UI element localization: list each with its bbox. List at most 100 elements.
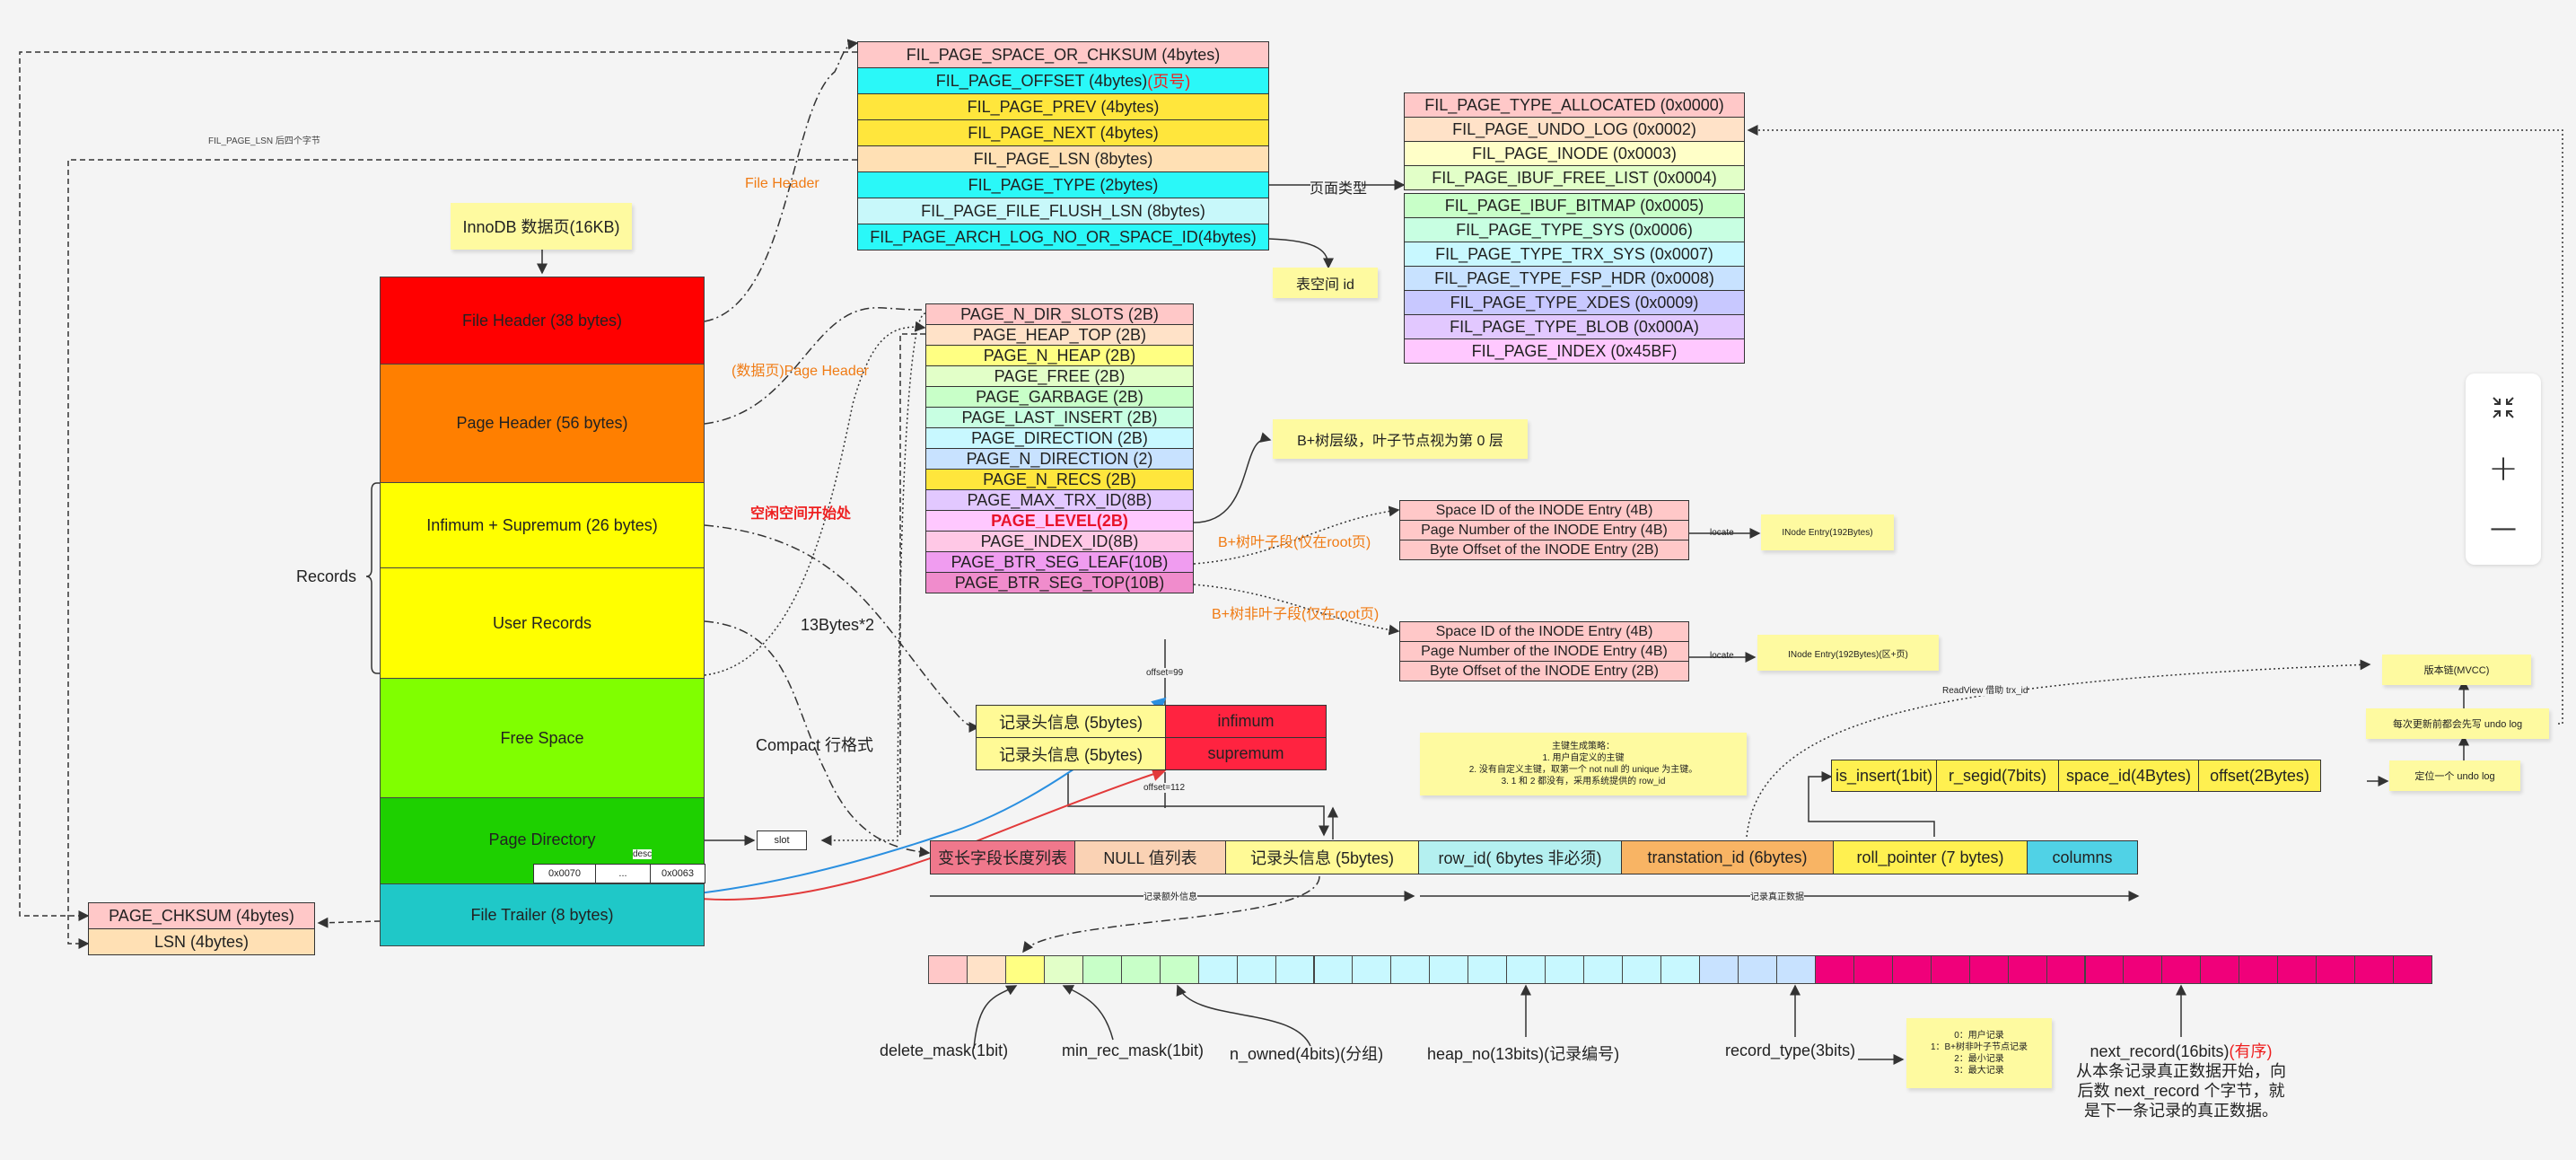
collapse-icon[interactable] [2466,381,2541,435]
section-file-trailer: File Trailer (8 bytes) [380,883,705,946]
offset-112-label: offset=112 [1143,783,1186,793]
inode-note-2: INode Entry(192Bytes)(区+页) [1757,635,1939,671]
offset-99-label: offset=99 [1146,668,1184,678]
locate-label: locate [1710,528,1734,538]
page-type-item: FIL_PAGE_UNDO_LOG (0x0002) [1404,117,1745,142]
page-type-item: FIL_PAGE_TYPE_FSP_HDR (0x0008) [1404,266,1745,291]
header-bit-cell [2123,955,2163,984]
inode-note-1: INode Entry(192Bytes) [1761,514,1894,550]
size-label: 13Bytes*2 [801,616,875,634]
heap-no-label: heap_no(13bits)(记录编号) [1427,1045,1620,1063]
locate-label: locate [1710,651,1734,661]
undo-locate-note: 定位一个 undo log [2389,760,2520,791]
row-field-roll-pointer: roll_pointer (7 bytes) [1833,840,2028,874]
nonleaf-segment-label: B+树非叶子段(仅在root页) [1212,607,1380,622]
fh-field: FIL_PAGE_NEXT (4bytes) [857,119,1269,146]
leaf-segment-label: B+树叶子段(仅在root页) [1218,535,1371,550]
ph-field: PAGE_FREE (2B) [925,365,1194,387]
page-type-item: FIL_PAGE_TYPE_XDES (0x0009) [1404,290,1745,315]
header-bit-cell [1043,955,1083,984]
page-type-item: FIL_PAGE_TYPE_TRX_SYS (0x0007) [1404,242,1745,267]
inode-field: Byte Offset of the INODE Entry (2B) [1399,661,1689,681]
delete-mask-label: delete_mask(1bit) [880,1041,1009,1059]
row-field-columns: columns [2027,840,2138,874]
ph-field: PAGE_GARBAGE (2B) [925,386,1194,408]
inode-field: Page Number of the INODE Entry (4B) [1399,520,1689,540]
header-bit-cell [2007,955,2047,984]
section-free-space: Free Space [380,678,705,798]
header-bit-cell [2161,955,2202,984]
innodb-title-note: InnoDB 数据页(16KB) [451,203,632,250]
ph-field: PAGE_N_HEAP (2B) [925,345,1194,366]
header-bit-cell [2354,955,2395,984]
header-bit-cell [1004,955,1045,984]
record-type-note: 0：用户记录 1：B+树非叶子节点记录 2：最小记录 3：最大记录 [1906,1018,2052,1088]
real-data-label: 记录真正数据 [1750,889,1804,902]
supremum-record-header: 记录头信息 (5bytes) [976,737,1166,770]
page-dir-cell: ... [595,864,651,883]
records-label: Records [296,567,357,585]
header-bit-cell [1853,955,1893,984]
ph-field: PAGE_N_DIRECTION (2) [925,448,1194,470]
row-field-trx-id: transtation_id (6bytes) [1621,840,1834,874]
header-bit-cell [1737,955,1777,984]
ph-field: PAGE_DIRECTION (2B) [925,427,1194,449]
page-structure: File Header (38 bytes) Page Header (56 b… [380,277,705,946]
header-bit-cell [1468,955,1508,984]
header-bit-cell [1622,955,1662,984]
section-infimum-supremum: Infimum + Supremum (26 bytes) [380,482,705,568]
header-bit-cell [1660,955,1700,984]
page-type-item: FIL_PAGE_TYPE_SYS (0x0006) [1404,217,1745,242]
section-file-header: File Header (38 bytes) [380,277,705,365]
header-bit-cell [966,955,1006,984]
ph-field: PAGE_N_DIR_SLOTS (2B) [925,303,1194,325]
header-bit-cell [2277,955,2318,984]
page-type-item: FIL_PAGE_TYPE_BLOB (0x000A) [1404,314,1745,339]
row-field-header: 记录头信息 (5bytes) [1225,840,1419,874]
space-id-note: 表空间 id [1273,268,1378,298]
header-bit-cell [1930,955,1970,984]
zoom-out-button[interactable]: — [2490,512,2517,544]
record-header-bits [928,955,2470,984]
header-bit-cell [1159,955,1199,984]
header-bit-cell [1775,955,1816,984]
readview-label: ReadView 借助 trx_id [1942,682,2028,696]
header-bit-cell [1120,955,1161,984]
supremum-record: supremum [1165,737,1327,770]
header-bit-cell [1275,955,1315,984]
header-bit-cell [1891,955,1932,984]
next-record-block: next_record(16bits)(有序) 从本条记录真正数据开始，向 后数… [2076,1042,2286,1120]
record-type-label: record_type(3bits) [1725,1041,1856,1059]
row-field-null: NULL 值列表 [1074,840,1226,874]
rp-field: space_id(4Bytes) [2058,760,2199,792]
compact-label: Compact 行格式 [756,736,874,754]
inode-field: Space ID of the INODE Entry (4B) [1399,621,1689,642]
page-type-label: 页面类型 [1310,181,1368,197]
min-rec-mask-label: min_rec_mask(1bit) [1062,1041,1205,1059]
fh-field: FIL_PAGE_SPACE_OR_CHKSUM (4bytes) [857,41,1269,68]
page-type-item: FIL_PAGE_IBUF_BITMAP (0x0005) [1404,193,1745,218]
page-type-item: FIL_PAGE_INODE (0x0003) [1404,141,1745,166]
header-bit-cell [1506,955,1546,984]
ph-field: PAGE_INDEX_ID(8B) [925,531,1194,552]
ph-field: PAGE_N_RECS (2B) [925,469,1194,490]
header-bit-cell [1814,955,1854,984]
inode-field: Byte Offset of the INODE Entry (2B) [1399,540,1689,560]
header-bit-cell [928,955,968,984]
ph-field: PAGE_LEVEL(2B) [925,510,1194,532]
section-user-records: User Records [380,567,705,679]
fh-field: FIL_PAGE_TYPE (2bytes) [857,171,1269,198]
section-page-header: Page Header (56 bytes) [380,364,705,483]
fh-field: FIL_PAGE_OFFSET (4bytes)(页号) [857,67,1269,94]
page-type-item: FIL_PAGE_IBUF_FREE_LIST (0x0004) [1404,165,1745,190]
ph-field: PAGE_MAX_TRX_ID(8B) [925,489,1194,511]
inode-field: Space ID of the INODE Entry (4B) [1399,500,1689,521]
zoom-in-button[interactable]: + [2488,448,2519,489]
rp-field: offset(2Bytes) [2198,760,2321,792]
extra-info-label: 记录额外信息 [1143,889,1197,902]
rp-field: r_segid(7bits) [1936,760,2059,792]
header-bit-cell [1082,955,1122,984]
file-header-label: File Header [745,176,819,191]
fh-field: FIL_PAGE_PREV (4bytes) [857,93,1269,120]
header-bit-cell [1390,955,1431,984]
